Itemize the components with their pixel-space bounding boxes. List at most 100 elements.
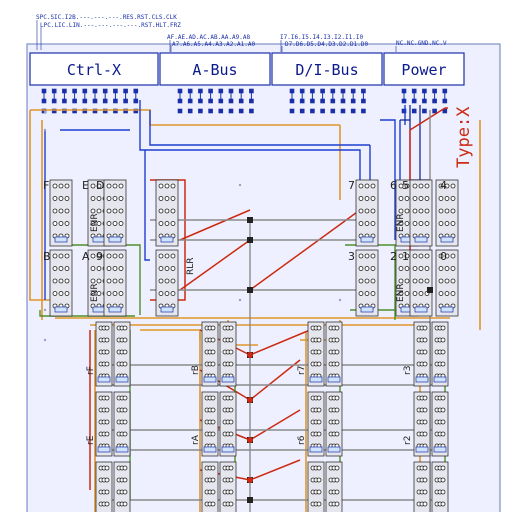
relay-pin [316, 419, 322, 425]
diode [414, 236, 428, 243]
diode [54, 236, 68, 243]
pin [177, 108, 183, 114]
relay-pin [364, 253, 370, 259]
relay-pin [404, 253, 410, 259]
relay-pin [112, 266, 118, 271]
relay-pin [104, 465, 110, 471]
relay-4 [435, 179, 459, 247]
connector-a-bus: A-Bus [159, 52, 271, 86]
relay-label-B: B [43, 250, 51, 263]
diode [433, 446, 447, 453]
relay-pin [228, 501, 234, 507]
relay-pin [118, 196, 124, 201]
relay-pin [158, 183, 164, 189]
relay-pin [52, 196, 58, 201]
relay-pin [440, 465, 446, 471]
pin [299, 108, 305, 114]
relay-pin [418, 266, 424, 271]
relay-rl-top [155, 179, 179, 247]
relay-pin [444, 291, 450, 296]
pin [361, 88, 366, 94]
relay-pin [58, 196, 64, 201]
relay-pin [422, 431, 428, 437]
relay-pin [158, 278, 164, 284]
relay-pin [164, 266, 170, 271]
relay-pin [122, 465, 128, 471]
pin [249, 108, 254, 114]
relay-pin [210, 325, 216, 331]
relay-1 [409, 249, 433, 317]
relay-pin [358, 291, 364, 296]
relay-blocks [49, 179, 459, 512]
relay-pin [358, 183, 364, 189]
pin [238, 108, 244, 114]
relay-pin [106, 196, 112, 201]
pin [133, 98, 139, 104]
pin [350, 88, 356, 94]
relay-pin [364, 221, 370, 226]
dbus-pins-top-text: I7.I6.I5.I4.I3.I2.I1.I0 [280, 34, 363, 41]
pin [133, 108, 139, 114]
relay-label-9: 9 [96, 250, 103, 263]
diode [221, 376, 235, 383]
pin [249, 98, 254, 104]
relay-pin [412, 183, 418, 189]
pin [51, 98, 57, 104]
relay-pin [438, 196, 444, 201]
relay-7 [355, 179, 379, 247]
relay-pin [58, 278, 64, 284]
relay-pin [158, 266, 164, 271]
relay-pin [112, 278, 118, 284]
relay-pin [404, 266, 410, 271]
pin [340, 98, 346, 104]
relay-pin [52, 253, 58, 259]
relay-pin [122, 361, 128, 367]
relay-pin [316, 325, 322, 331]
relay-pin [404, 196, 410, 201]
pin [62, 108, 67, 114]
junction-red [247, 352, 253, 358]
pin [422, 108, 427, 114]
relay-pin [444, 196, 450, 201]
relay-pin [364, 196, 370, 201]
relay-lower-2-2-a [307, 461, 325, 512]
group-label-rlr: RLR [186, 257, 196, 275]
junction [247, 237, 253, 243]
connector-label-power: Power [401, 61, 446, 79]
relay-pin [316, 465, 322, 471]
relay-pin [358, 221, 364, 226]
pin [133, 88, 139, 94]
relay-pin [424, 266, 430, 271]
pin [208, 108, 213, 114]
relay-pin [158, 208, 164, 214]
relay-pin [52, 291, 58, 296]
relay-pin [210, 349, 216, 355]
relay-pin [438, 253, 444, 259]
pin [123, 108, 128, 114]
relay-pin [370, 291, 376, 296]
relay-pin [96, 208, 102, 214]
group-label-rF: rF [86, 366, 96, 375]
relay-pin [422, 361, 428, 367]
mount-dot [238, 298, 242, 302]
relay-pin [358, 208, 364, 214]
relay-pin [122, 349, 128, 355]
relay-pin [422, 325, 428, 331]
diode [360, 306, 374, 313]
pin [299, 98, 305, 104]
relay-pin [96, 278, 102, 284]
relay-pin [122, 489, 128, 495]
relay-pin [438, 291, 444, 296]
relay-pin [118, 221, 124, 226]
relay-pin [164, 278, 170, 284]
relay-pin [210, 477, 216, 483]
pin [113, 108, 118, 114]
relay-label-6: 6 [390, 179, 397, 192]
relay-label-A: A [82, 250, 90, 263]
relay-pin [438, 208, 444, 214]
relay-pin [440, 361, 446, 367]
relay-pin [118, 266, 124, 271]
relay-pin [316, 337, 322, 343]
relay-pin [404, 221, 410, 226]
relay-pin [440, 407, 446, 413]
